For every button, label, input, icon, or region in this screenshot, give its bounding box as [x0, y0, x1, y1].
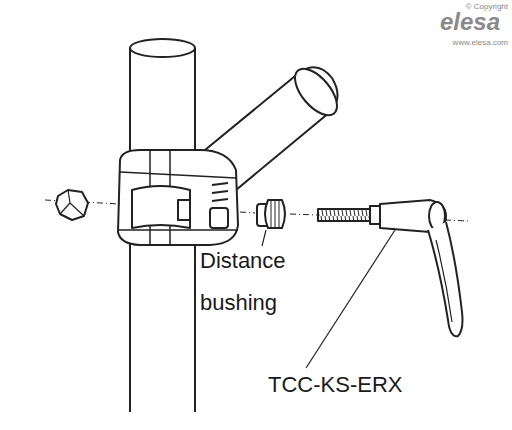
part-name: TCC-KS-ERX [268, 372, 402, 397]
clamp-boss [132, 186, 190, 228]
leader-line [306, 230, 395, 368]
clamp-nut-seat [210, 208, 228, 228]
bushing-knurl [271, 200, 279, 228]
nut-edges [60, 190, 84, 216]
brand-logo: elesa [440, 8, 500, 36]
handle-ridge [436, 240, 452, 322]
clamp-body [118, 150, 238, 245]
clamp-rings [118, 172, 238, 230]
angled-tube-end [287, 62, 344, 123]
lever-handle [428, 222, 463, 336]
parts [118, 39, 345, 412]
part-name: Distance bushing [200, 240, 310, 324]
clamp-hole [178, 200, 190, 220]
web-address: www.elesa.com [452, 38, 508, 47]
threaded-stud [318, 209, 370, 221]
stud-collar [370, 206, 380, 224]
leader-line [262, 230, 266, 246]
clamp-marks [212, 183, 228, 201]
bushing-flange [265, 200, 285, 228]
tube-end [130, 39, 195, 57]
hex-nut [56, 190, 88, 220]
